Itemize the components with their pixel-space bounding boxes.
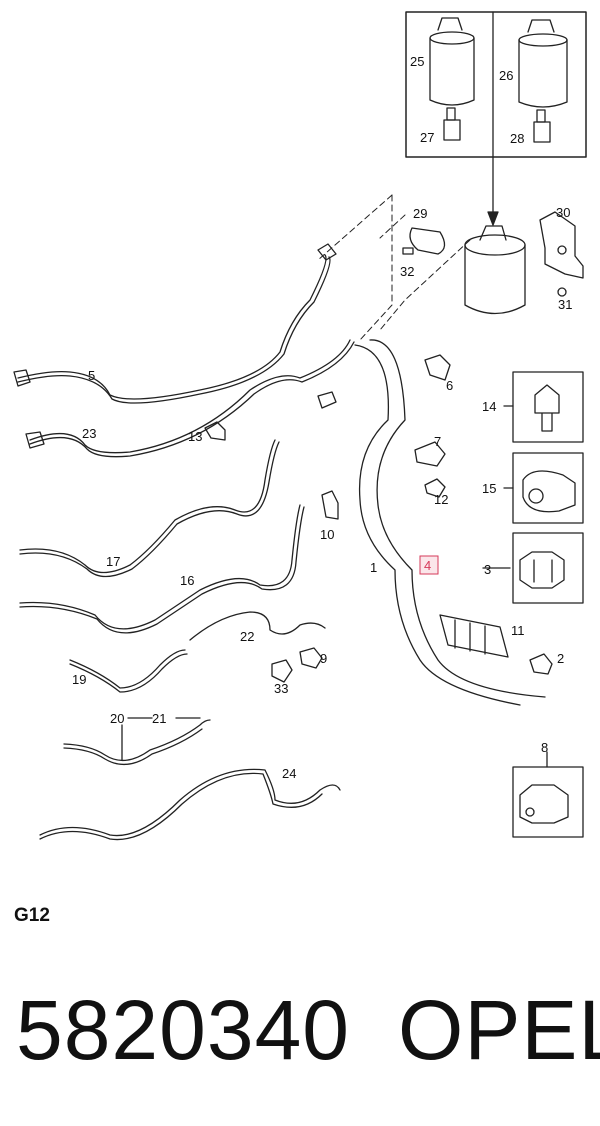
clip-10 [321,490,339,520]
callout-23: 23 [82,426,96,441]
callout-10: 10 [320,527,334,542]
callout-15: 15 [482,481,496,496]
detail-box-14 [512,371,584,443]
clip-2 [529,653,553,675]
bolt-32 [402,247,414,255]
callout-14: 14 [482,399,496,414]
parts-diagram: 2526272829303231561423137121510171431611… [13,11,587,841]
callout-28: 28 [510,131,524,146]
callout-24: 24 [282,766,296,781]
callout-11: 11 [511,623,525,638]
callout-5: 5 [88,368,95,383]
hose-17 [19,439,276,574]
hose-20 [63,719,211,762]
fuel-filter-25 [429,17,475,141]
hose-22 [189,611,326,641]
callout-26: 26 [499,68,513,83]
clip-13 [204,421,226,441]
callout-33: 33 [274,681,288,696]
detail-box-3 [512,532,584,604]
callout-17: 17 [106,554,120,569]
clip-12 [424,478,446,498]
callout-8: 8 [541,740,548,755]
clip-6 [424,354,451,381]
fuel-line-1 [354,339,546,706]
hose-19 [69,649,186,689]
clamp-29 [409,227,446,255]
callout-16: 16 [180,573,194,588]
clip-33 [271,659,293,683]
filter-detail-box [405,11,587,158]
fuel-filter-assembly [464,225,526,315]
part-number: 5820340 [16,983,351,1077]
clip-9 [299,647,323,669]
callout-21: 21 [152,711,166,726]
callout-9: 9 [320,651,327,666]
callout-25: 25 [410,54,424,69]
section-code: G12 [14,905,50,926]
brand-name: OPEL [398,983,600,1077]
clip-7 [414,441,446,467]
callout-6: 6 [446,378,453,393]
callout-4-box [419,555,439,575]
callout-30: 30 [556,205,570,220]
hose-16 [19,504,301,630]
callout-31: 31 [558,297,572,312]
callout-27: 27 [420,130,434,145]
callout-3: 3 [484,562,491,577]
callout-12: 12 [434,492,448,507]
callout-13: 13 [188,429,202,444]
clip-strip-11 [439,614,509,658]
detail-box-8 [512,766,584,838]
callout-7: 7 [434,434,441,449]
callout-22: 22 [240,629,254,644]
hose-24 [39,768,341,837]
fuel-filter-26 [518,19,568,143]
callout-1: 1 [370,560,377,575]
callout-29: 29 [413,206,427,221]
bracket-30 [539,211,584,297]
callout-2: 2 [557,651,564,666]
callout-20: 20 [110,711,124,726]
callout-4: 4 [424,558,431,573]
hose-5 [17,254,327,400]
callout-32: 32 [400,264,414,279]
callout-19: 19 [72,672,86,687]
hose-23 [29,339,351,454]
